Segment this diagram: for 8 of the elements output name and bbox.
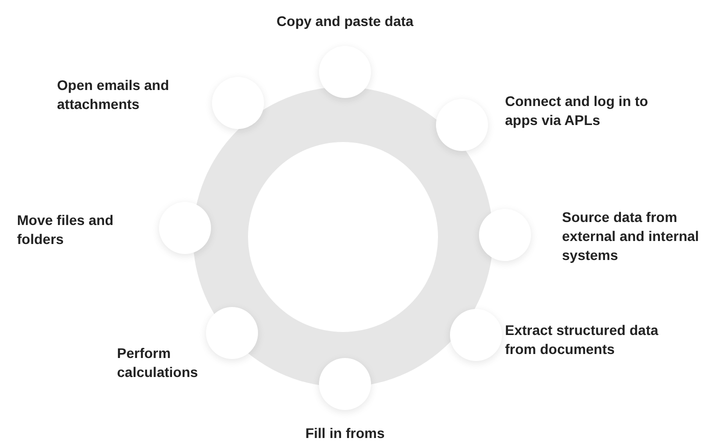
step-label: Copy and paste data [276, 12, 414, 31]
step-label: Fill in froms [304, 424, 386, 443]
step-label: Connect and log in to apps via APLs [505, 92, 650, 130]
step-label: Extract structured data from documents [505, 321, 660, 359]
step-label: Perform calculations [117, 344, 199, 382]
step-label: Move files and folders [17, 211, 114, 249]
step-label: Open emails and attachments [57, 76, 170, 114]
step-label: Source data from external and internal systems [562, 208, 700, 265]
